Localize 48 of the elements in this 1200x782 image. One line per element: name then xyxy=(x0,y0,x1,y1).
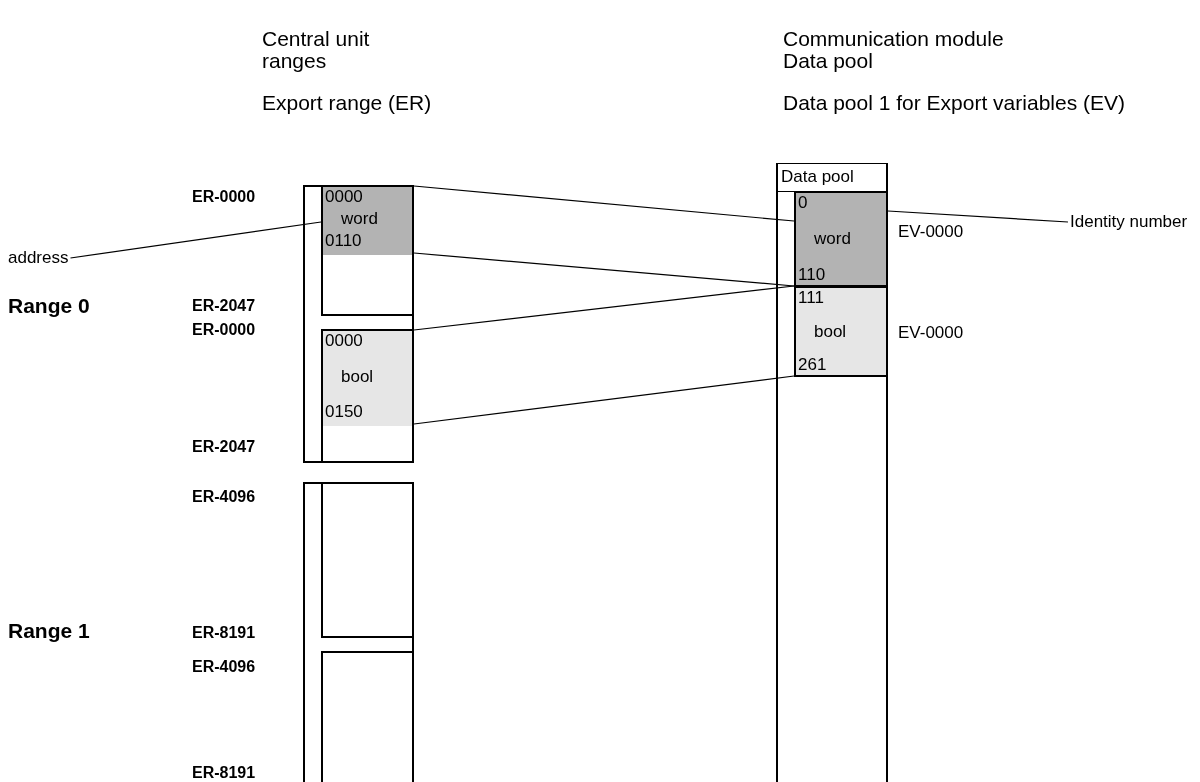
heading: Data pool xyxy=(783,50,873,72)
range-address: ER-8191 xyxy=(192,763,256,782)
range-address: ER-4096 xyxy=(192,487,256,507)
range-address: ER-0000 xyxy=(192,320,256,340)
mapping-line xyxy=(413,252,795,287)
address-number: 111 xyxy=(798,288,824,308)
memory-block xyxy=(321,329,414,463)
range-address: ER-0000 xyxy=(192,187,256,207)
mapping-line xyxy=(413,285,795,331)
heading: Data pool 1 for Export variables (EV) xyxy=(783,92,1125,114)
heading: Central unit xyxy=(262,28,370,50)
type-label: bool xyxy=(814,322,847,342)
column-header: Data pool xyxy=(781,167,854,187)
range-address: ER-4096 xyxy=(192,657,256,677)
data-pool-column xyxy=(776,163,888,782)
callout-label: Identity number xyxy=(1070,212,1188,232)
range-column xyxy=(303,482,414,782)
range-label: Range 1 xyxy=(8,621,90,641)
leader-line xyxy=(69,221,322,259)
type-label: bool xyxy=(341,367,374,387)
range-address: ER-8191 xyxy=(192,623,256,643)
range-label: Range 0 xyxy=(8,296,90,316)
address-number: 0 xyxy=(798,193,808,213)
range-address: ER-2047 xyxy=(192,437,256,457)
memory-block xyxy=(321,651,414,782)
address-number: 0150 xyxy=(325,402,363,422)
heading: Export range (ER) xyxy=(262,92,432,114)
memory-block xyxy=(321,482,414,638)
data-pool-block xyxy=(794,191,888,287)
address-number: 0110 xyxy=(325,231,362,251)
address-label: EV-0000 xyxy=(898,323,964,343)
heading: ranges xyxy=(262,50,327,72)
address-number: 0000 xyxy=(325,187,363,207)
heading: Communication module xyxy=(783,28,1004,50)
range-column xyxy=(303,185,414,463)
leader-line xyxy=(887,210,1069,223)
range-address: ER-2047 xyxy=(192,296,256,316)
address-label: EV-0000 xyxy=(898,222,964,242)
type-label: word xyxy=(341,209,378,229)
callout-label: address xyxy=(8,248,69,268)
mapping-line xyxy=(413,375,795,425)
address-number: 110 xyxy=(798,265,826,285)
memory-block xyxy=(321,185,414,316)
address-number: 261 xyxy=(798,355,827,375)
address-number: 0000 xyxy=(325,331,363,351)
type-label: word xyxy=(814,229,851,249)
mapping-line xyxy=(413,185,795,222)
data-pool-block xyxy=(794,286,888,377)
